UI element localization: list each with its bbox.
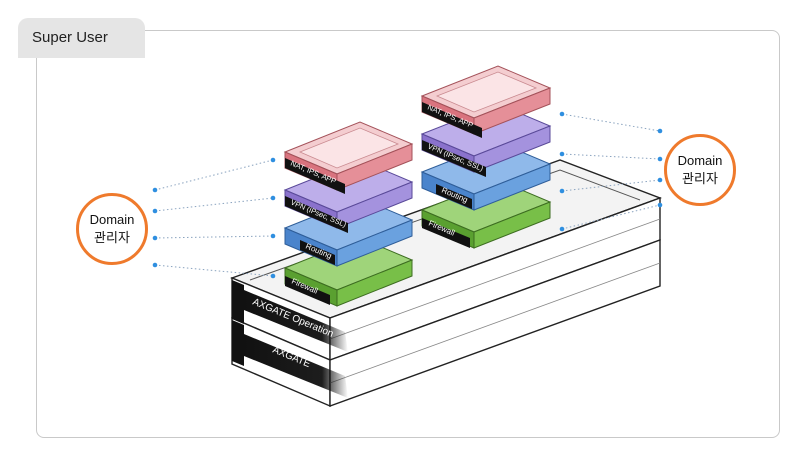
- left-domain-stack: Firewall Routing VPN (IPsec, SSL) NAT, I…: [283, 121, 414, 307]
- right-connector-dots: [559, 111, 663, 232]
- right-connectors: [561, 113, 661, 230]
- right-firewall-layer: Firewall: [420, 179, 552, 249]
- domain-admin-right-badge: Domain 관리자: [664, 134, 736, 206]
- right-nat-layer: NAT, IPS, APP: [420, 65, 552, 138]
- domain-admin-right-line2: 관리자: [682, 171, 718, 186]
- super-user-tab: Super User: [18, 18, 145, 58]
- left-firewall-layer: Firewall: [283, 237, 414, 307]
- domain-admin-left-badge: Domain 관리자: [76, 193, 148, 265]
- right-domain-stack: Firewall Routing VPN (IPsec, SSL) NAT, I…: [420, 65, 552, 249]
- domain-admin-right-line1: Domain: [677, 153, 723, 168]
- left-nat-layer: NAT, IPS, APP: [283, 121, 414, 194]
- domain-admin-left-line2: 관리자: [94, 230, 130, 245]
- left-connectors: [154, 159, 274, 277]
- axgate-band: AXGATE: [244, 334, 348, 398]
- domain-admin-left-line1: Domain: [89, 212, 135, 227]
- left-connector-dots: [152, 157, 276, 279]
